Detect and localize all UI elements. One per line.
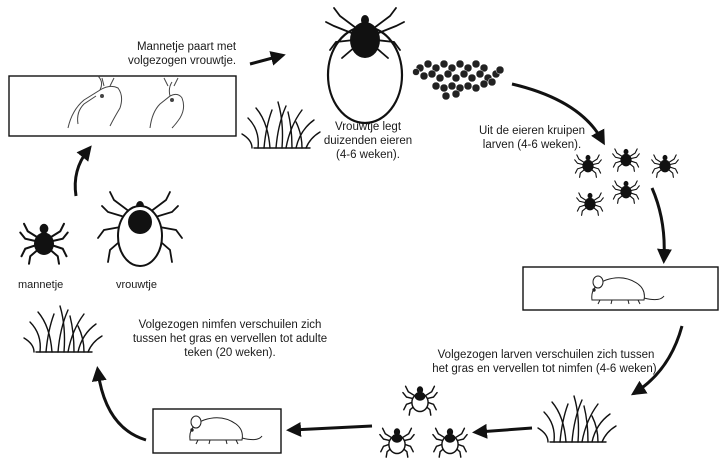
female-label: vrouwtje	[116, 279, 157, 291]
arrow-mating-to-female	[250, 56, 280, 64]
male-tick-icon	[20, 224, 68, 264]
larva-tick-icon	[652, 155, 679, 177]
arrow-grass-to-nymphs	[478, 428, 532, 432]
arrow-mouse-to-grass-left	[98, 372, 146, 440]
grass-icon	[24, 306, 102, 352]
nymph-tick-icon	[403, 386, 437, 415]
grass-icon	[538, 396, 616, 442]
larva-tick-icon	[577, 193, 604, 215]
larva-tick-icon	[613, 149, 640, 171]
larvae-molt-text: Volgezogen larven verschuilen zich tusse…	[420, 348, 672, 376]
larvae-hatch-text: Uit de eieren kruipen larven (4-6 weken)…	[462, 124, 602, 152]
egg-laying-text: Vrouwtje legt duizenden eieren (4-6 weke…	[318, 120, 418, 162]
arrow-nymphs-to-mouse	[292, 426, 372, 430]
larva-tick-icon	[613, 181, 640, 203]
mating-text: Mannetje paart met volgezogen vrouwtje.	[128, 40, 236, 68]
male-label: mannetje	[18, 279, 63, 291]
female-tick-icon	[98, 192, 182, 266]
host-deer-box	[9, 76, 236, 136]
nymph-tick-icon	[433, 428, 467, 457]
nymphs-molt-text: Volgezogen nimfen verschuilen zich tusse…	[118, 318, 342, 360]
eggs-cluster-icon	[413, 60, 505, 100]
arrow-larvae-to-mouse	[652, 188, 664, 258]
engorged-female-tick-icon	[326, 8, 404, 123]
larva-tick-icon	[575, 155, 602, 177]
arrow-adults-to-host	[75, 150, 88, 196]
grass-icon	[242, 102, 320, 148]
nymph-tick-icon	[380, 428, 414, 457]
